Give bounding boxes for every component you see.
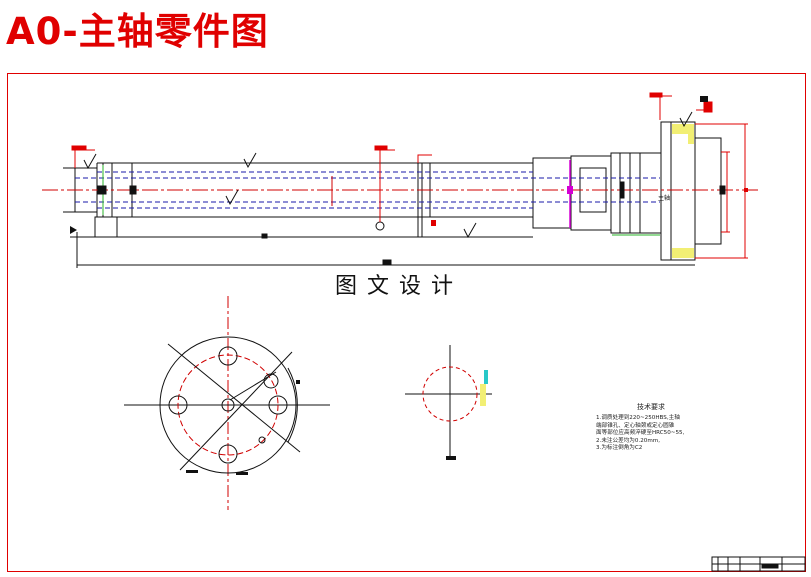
flange-end-view (124, 296, 330, 510)
requirement-line: 1.调质处理到220~250HBS,主轴 (596, 415, 680, 422)
title-block (711, 556, 806, 572)
technical-requirements: 技术要求 1.调质处理到220~250HBS,主轴 端部锥孔、定心轴颈或定心圆锥… (596, 403, 706, 452)
technical-requirements-heading: 技术要求 (637, 403, 665, 411)
requirement-line: 面等部位应高频淬硬至HRC50~55, (596, 430, 685, 437)
surface-roughness-icon (83, 111, 693, 239)
highlight-marks (102, 124, 694, 258)
spindle-side-view (63, 121, 748, 268)
requirement-line: 端部锥孔、定心轴颈或定心圆锥 (596, 422, 675, 429)
tolerance-frames (71, 92, 713, 222)
feature-details (97, 181, 748, 265)
datum-triangle-icon (70, 226, 77, 234)
spline-section-view (405, 345, 492, 460)
watermark-label: 图文设计 (335, 274, 464, 299)
page-title: A0-主轴零件图 (6, 10, 269, 53)
requirement-line: 3.为标注倒角为C2 (596, 445, 643, 452)
spindle-tag-label: 主轴 (658, 194, 670, 202)
requirement-line: 2.未注公差均为0.20mm, (596, 437, 661, 444)
hidden-bore-lines (75, 171, 660, 209)
drawing-border (7, 73, 806, 572)
